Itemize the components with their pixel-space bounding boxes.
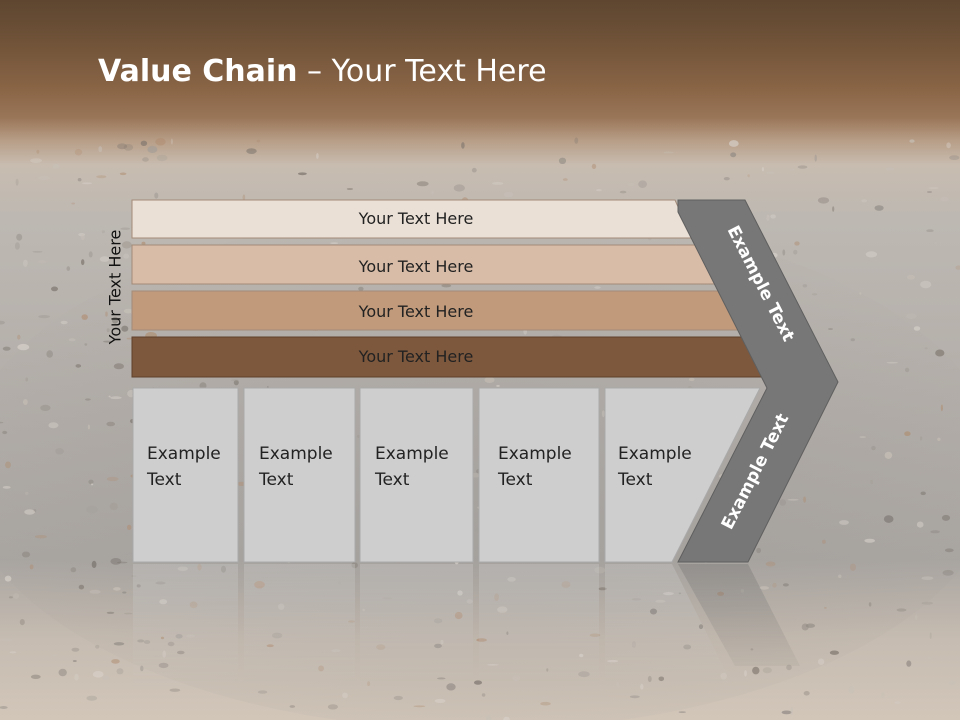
box-4-text-2: Text: [497, 470, 533, 490]
box-4-text: Example: [498, 444, 572, 464]
box-4: [478, 387, 600, 563]
bar-1-label: Your Text Here: [358, 209, 474, 228]
bar-2-label: Your Text Here: [358, 257, 474, 276]
box-2-text-2: Text: [258, 470, 294, 490]
box-3: [359, 387, 474, 563]
box-2: [243, 387, 356, 563]
boxes-group: Example Text Example Text Example Text E…: [132, 387, 761, 563]
title-bold: Value Chain: [98, 54, 298, 89]
reflection: [133, 564, 800, 686]
box-2-text: Example: [259, 444, 333, 464]
box-3-text-2: Text: [374, 470, 410, 490]
bars-group: Your Text Here Your Text Here Your Text …: [131, 199, 764, 378]
box-1: [132, 387, 239, 563]
bar-4-label: Your Text Here: [358, 347, 474, 366]
box-3-text: Example: [375, 444, 449, 464]
slide-title: Value Chain – Your Text Here: [98, 54, 547, 89]
box-5-text-2: Text: [617, 470, 653, 490]
chevron-arrow: [677, 199, 839, 563]
box-5-text: Example: [618, 444, 692, 464]
chevron-group: Example Text Example Text: [677, 199, 839, 563]
box-1-text: Example: [147, 444, 221, 464]
box-5: [604, 387, 761, 563]
bar-3-label: Your Text Here: [358, 302, 474, 321]
box-1-text-2: Text: [146, 470, 182, 490]
title-rest: – Your Text Here: [297, 54, 547, 89]
